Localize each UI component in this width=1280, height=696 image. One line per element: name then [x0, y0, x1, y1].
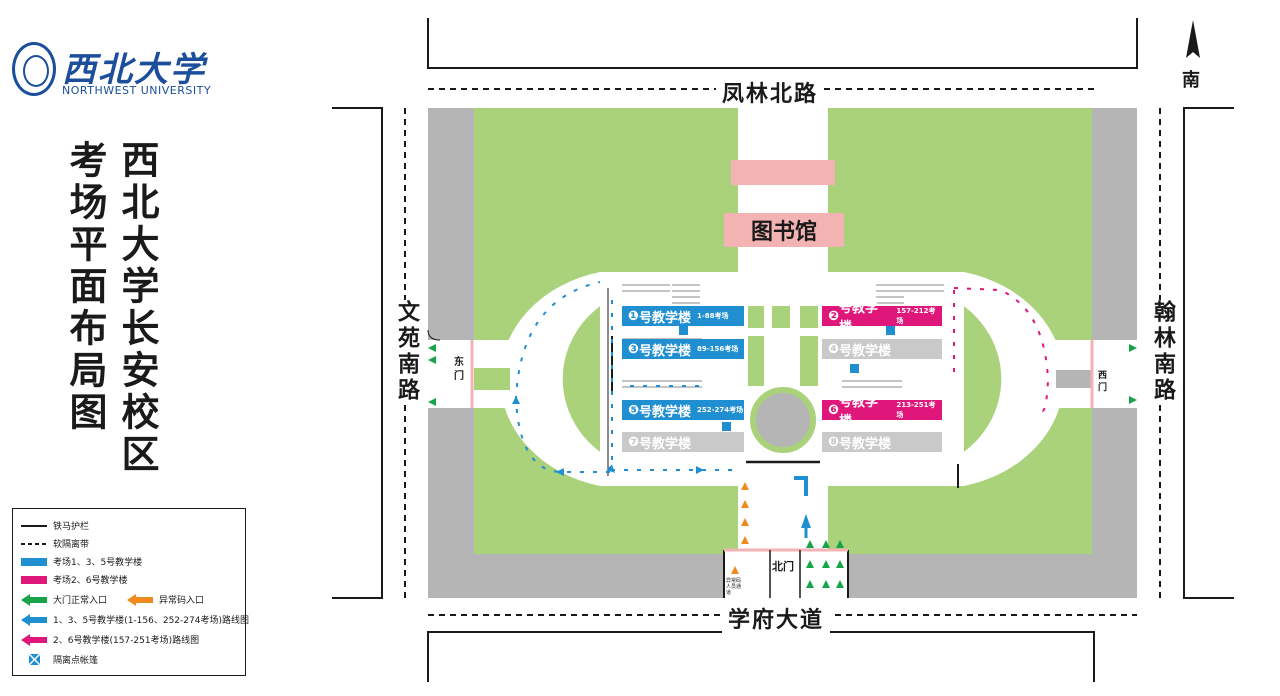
building-number: ❹ [828, 341, 840, 357]
tent-icon [28, 653, 41, 666]
legend: 铁马护栏 软隔离带 考场1、3、5号教学楼 考场2、6号教学楼 大门正常入口 异… [12, 508, 249, 676]
legend-item: 1、3、5号教学楼(1-156、252-274考场)路线图 [21, 613, 249, 626]
building-range: 213-251考场 [896, 401, 936, 419]
north-outside-block [427, 18, 1138, 69]
building-name: 号教学楼 [639, 343, 692, 359]
legend-label: 2、6号教学楼(157-251考场)路线图 [53, 636, 200, 646]
legend-item: 考场2、6号教学楼 [21, 573, 127, 586]
road-south: 学府大道 [722, 602, 831, 634]
building-range: 157-212考场 [896, 307, 936, 325]
legend-item: 大门正常入口 异常码入口 [21, 593, 204, 606]
building-name: 号教学楼 [839, 343, 892, 359]
road-east: 翰林南路 [1146, 300, 1178, 404]
building-name: 号教学楼 [639, 404, 692, 420]
building-range: 1-88考场 [697, 312, 729, 320]
solid-line-icon [21, 524, 47, 527]
logo-chinese: 西北大学 [62, 50, 206, 90]
logo-english: NORTHWEST UNIVERSITY [62, 84, 212, 97]
building-number: ❷ [828, 308, 840, 324]
west-outside-block [332, 107, 383, 599]
library: 图书馆 [724, 213, 844, 247]
legend-label: 考场2、6号教学楼 [53, 576, 128, 586]
east-outside-block [1183, 107, 1234, 599]
legend-item: 2、6号教学楼(157-251考场)路线图 [21, 633, 199, 646]
magenta-bar-icon [21, 575, 47, 584]
building-number: ❽ [828, 434, 840, 450]
legend-item: 考场1、3、5号教学楼 [21, 555, 142, 568]
green-arrow-icon [21, 593, 47, 606]
building-number: ❻ [828, 402, 840, 418]
building-name: 号教学楼 [839, 301, 879, 335]
building-name: 号教学楼 [639, 436, 692, 452]
legend-item: 隔离点帐篷 [21, 653, 98, 666]
orange-arrow-icon [127, 593, 154, 606]
building-range: 89-156考场 [697, 345, 739, 353]
building-number: ❺ [628, 402, 640, 418]
building-number: ❼ [628, 434, 640, 450]
blue-arrow-icon [21, 613, 47, 626]
compass-label: 南 [1182, 70, 1200, 91]
legend-label: 铁马护栏 [53, 522, 90, 532]
blue-bar-icon [21, 557, 47, 566]
university-seal-icon [12, 42, 56, 96]
legend-label: 异常码入口 [159, 596, 205, 606]
abnormal-entry-note: 异常码人员通道 [726, 578, 742, 596]
road-west: 文苑南路 [390, 300, 422, 404]
title-campus: 西北大学长安校区 [115, 140, 159, 476]
legend-label: 软隔离带 [53, 540, 90, 550]
west-gate-label: 西门 [1098, 371, 1108, 393]
title-layout: 考场平面布局图 [63, 140, 107, 434]
legend-item: 软隔离带 [21, 537, 89, 550]
building-number: ❶ [628, 308, 640, 324]
legend-label: 大门正常入口 [53, 596, 108, 606]
dashed-line-icon [21, 542, 47, 545]
east-gate-label: 东门 [454, 357, 464, 382]
building-number: ❸ [628, 341, 640, 357]
legend-label: 考场1、3、5号教学楼 [53, 558, 143, 568]
legend-item: 铁马护栏 [21, 519, 89, 532]
south-outside-block [427, 631, 1095, 682]
tent-icon [679, 326, 895, 431]
magenta-arrow-icon [21, 633, 47, 646]
north-arrow-icon [1186, 20, 1200, 58]
legend-label: 隔离点帐篷 [53, 656, 99, 666]
library-annex [731, 160, 835, 185]
building-range: 252-274考场 [697, 406, 744, 414]
building-name: 号教学楼 [839, 436, 892, 452]
building-name: 号教学楼 [839, 395, 879, 429]
building-name: 号教学楼 [639, 310, 692, 326]
road-north: 凤林北路 [716, 76, 825, 108]
legend-label: 1、3、5号教学楼(1-156、252-274考场)路线图 [53, 616, 249, 626]
north-gate-label: 北门 [772, 560, 794, 573]
